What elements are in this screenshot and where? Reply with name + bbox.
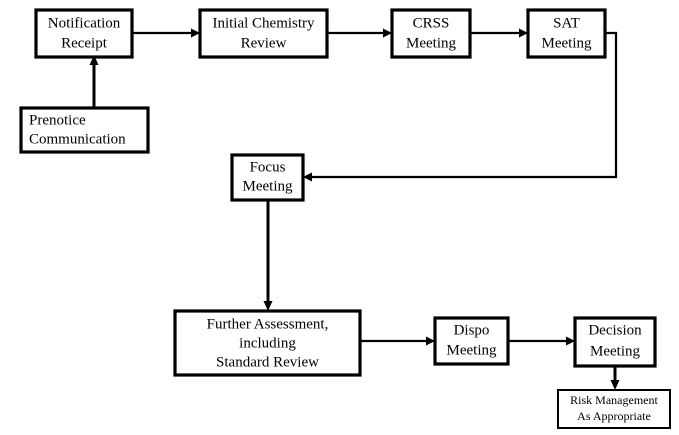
node-sat-meeting-line2: Meeting <box>542 35 592 51</box>
node-prenotice-communication[interactable]: Prenotice Communication <box>19 106 150 154</box>
node-dispo-meeting-line2: Meeting <box>447 342 497 358</box>
node-further-assessment-line2: including <box>239 335 296 351</box>
node-further-assessment-line3: Standard Review <box>216 354 319 370</box>
node-sat-meeting-line1: SAT <box>553 15 580 31</box>
node-initial-chemistry-review-line1: Initial Chemistry <box>212 15 315 31</box>
node-decision-meeting-line1: Decision <box>588 322 642 338</box>
node-initial-chemistry-review[interactable]: Initial Chemistry Review <box>198 8 329 59</box>
node-risk-management-line1: Risk Management <box>570 393 658 407</box>
node-notification-receipt-line2: Receipt <box>61 35 108 51</box>
node-prenotice-communication-line2: Communication <box>29 131 126 147</box>
node-dispo-meeting[interactable]: Dispo Meeting <box>433 316 510 366</box>
node-notification-receipt[interactable]: Notification Receipt <box>34 8 134 59</box>
node-crss-meeting-line1: CRSS <box>413 15 450 31</box>
node-sat-meeting[interactable]: SAT Meeting <box>526 8 607 59</box>
node-prenotice-communication-line1: Prenotice <box>29 112 86 128</box>
node-notification-receipt-line1: Notification <box>48 15 121 31</box>
node-crss-meeting[interactable]: CRSS Meeting <box>390 8 472 59</box>
node-focus-meeting[interactable]: Focus Meeting <box>230 153 305 202</box>
edge-initial-chemistry-to-crss <box>327 28 392 38</box>
edge-focus-to-further-assessment <box>263 200 273 311</box>
node-focus-meeting-line2: Meeting <box>243 178 293 194</box>
node-further-assessment-line1: Further Assessment, <box>207 316 329 332</box>
node-risk-management-line2: As Appropriate <box>577 409 651 423</box>
edge-dispo-to-decision <box>508 336 575 346</box>
node-decision-meeting[interactable]: Decision Meeting <box>573 316 657 368</box>
edge-prenotice-to-notification <box>89 55 99 108</box>
edge-decision-to-risk-management <box>610 366 620 390</box>
node-dispo-meeting-line1: Dispo <box>454 322 490 338</box>
edge-notification-to-initial-chemistry <box>132 28 200 38</box>
node-focus-meeting-line1: Focus <box>250 159 286 175</box>
node-crss-meeting-line2: Meeting <box>406 35 456 51</box>
edge-sat-to-focus <box>303 31 618 182</box>
node-initial-chemistry-review-line2: Review <box>241 35 287 51</box>
node-further-assessment[interactable]: Further Assessment, including Standard R… <box>173 309 362 377</box>
edge-crss-to-sat <box>470 28 528 38</box>
edge-further-assessment-to-dispo <box>360 336 435 346</box>
node-risk-management[interactable]: Risk Management As Appropriate <box>557 389 671 429</box>
node-decision-meeting-line2: Meeting <box>590 343 640 359</box>
